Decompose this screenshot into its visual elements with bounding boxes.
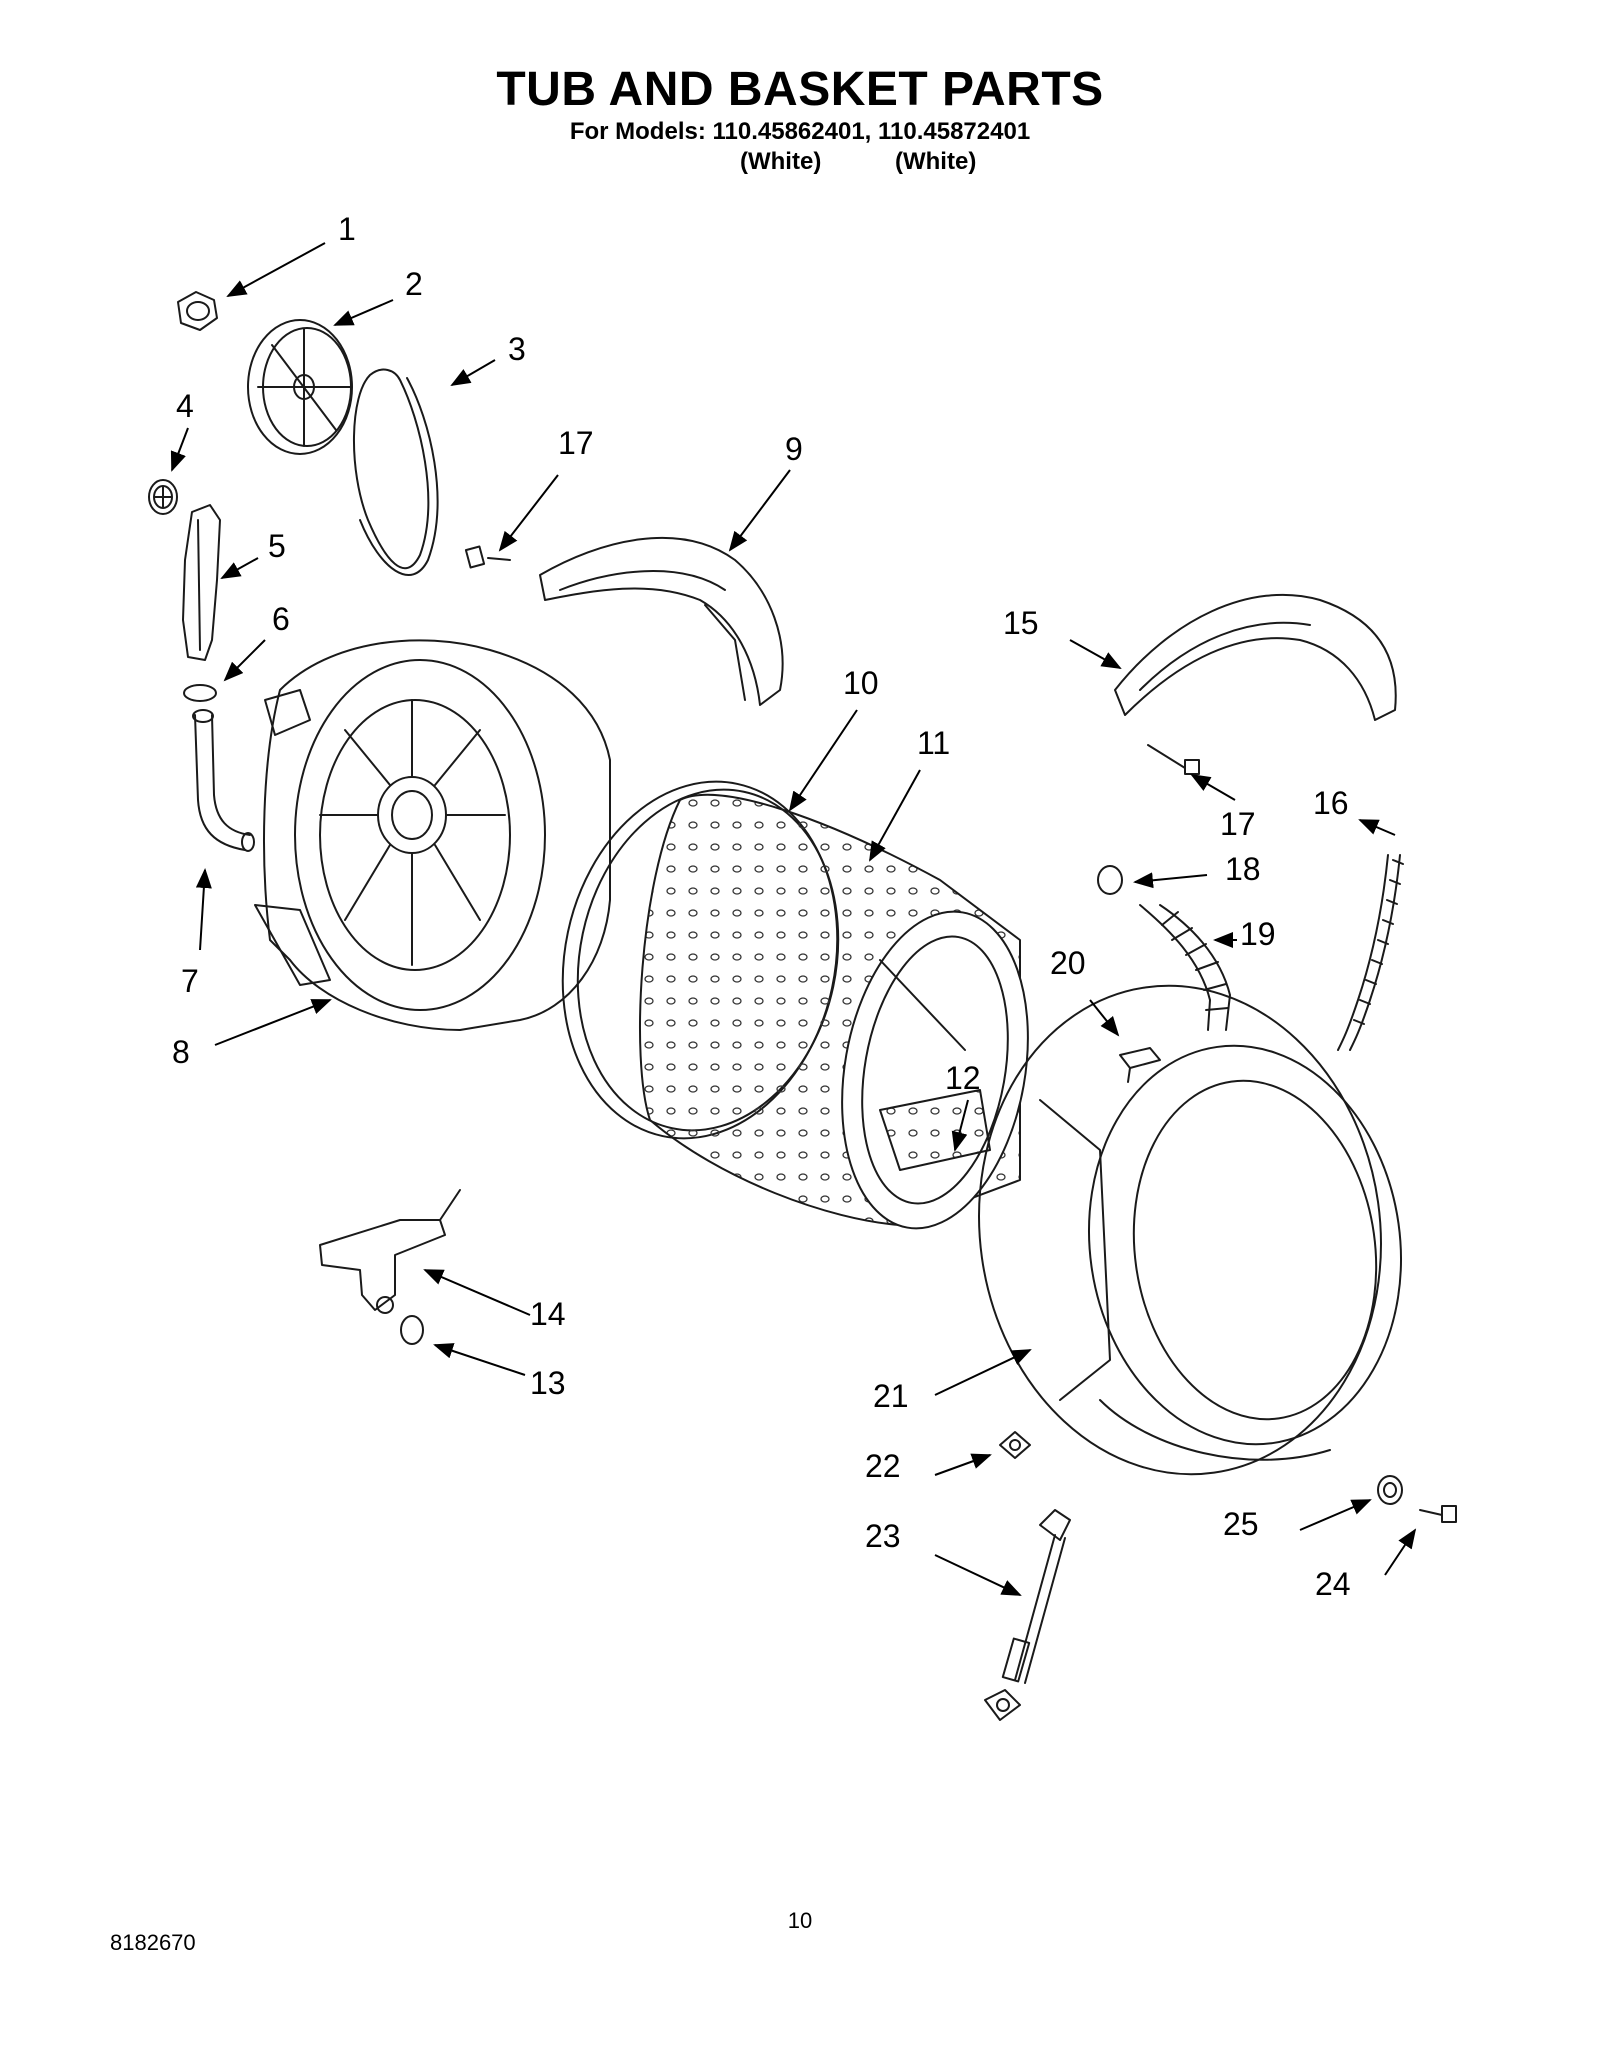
model-1-color: (White) — [740, 148, 822, 175]
model-2-color: (White) — [895, 148, 977, 175]
part-3-belt — [352, 368, 439, 576]
callout-20: 20 — [1050, 945, 1086, 981]
callout-22: 22 — [865, 1448, 901, 1484]
callout-9: 9 — [785, 431, 803, 467]
callout-1: 1 — [338, 211, 356, 247]
part-17-bolt-right — [1147, 744, 1200, 775]
callout-2: 2 — [405, 266, 423, 302]
document-number: 8182670 — [110, 1930, 196, 1955]
part-23-shock — [984, 1509, 1071, 1721]
page-title: TUB AND BASKET PARTS — [496, 63, 1104, 116]
callout-8: 8 — [172, 1034, 190, 1070]
part-4-filter — [148, 479, 178, 515]
callout-16: 16 — [1313, 785, 1349, 821]
part-1-nut — [177, 291, 218, 331]
part-13-gasket — [400, 1315, 424, 1345]
part-18-clamp — [1097, 865, 1123, 895]
callout-21: 21 — [873, 1378, 909, 1414]
callout-6: 6 — [272, 601, 290, 637]
callout-3: 3 — [508, 331, 526, 367]
part-11-basket — [639, 793, 1029, 1230]
callout-17-right: 17 — [1220, 806, 1256, 842]
part-17-bolt-left — [464, 545, 511, 569]
callout-4: 4 — [176, 388, 194, 424]
part-2-pulley — [247, 319, 353, 455]
page-number: 10 — [787, 1908, 813, 1933]
callout-14: 14 — [530, 1296, 566, 1332]
callout-25: 25 — [1223, 1506, 1259, 1542]
callout-10: 10 — [843, 665, 879, 701]
callout-19: 19 — [1240, 916, 1276, 952]
part-9-damper — [539, 536, 784, 706]
part-8-rear-tub — [254, 639, 611, 1031]
part-24-screw — [1419, 1505, 1457, 1523]
part-6-clamp — [183, 684, 217, 702]
callout-23: 23 — [865, 1518, 901, 1554]
callout-5: 5 — [268, 528, 286, 564]
part-14-heater — [319, 1189, 461, 1314]
callout-11: 11 — [917, 725, 951, 761]
part-22-fastener — [999, 1431, 1031, 1459]
callout-leaders — [170, 242, 1417, 1596]
part-16-spring — [1337, 854, 1404, 1051]
part-20-clip — [1119, 1047, 1161, 1083]
callout-13: 13 — [530, 1365, 566, 1401]
callout-15: 15 — [1003, 605, 1039, 641]
callout-18: 18 — [1225, 851, 1261, 887]
callout-12: 12 — [945, 1060, 981, 1096]
part-15-damper — [1114, 593, 1397, 721]
part-25-plug — [1377, 1475, 1403, 1505]
part-21-front-tub — [978, 984, 1402, 1476]
part-7-hose — [192, 709, 255, 852]
part-5-bracket — [182, 504, 221, 661]
part-19-bellows — [1139, 904, 1231, 1031]
callout-17-left: 17 — [558, 425, 594, 461]
callout-7: 7 — [181, 963, 199, 999]
callout-24: 24 — [1315, 1566, 1351, 1602]
model-numbers: For Models: 110.45862401, 110.45872401 — [569, 118, 1031, 145]
